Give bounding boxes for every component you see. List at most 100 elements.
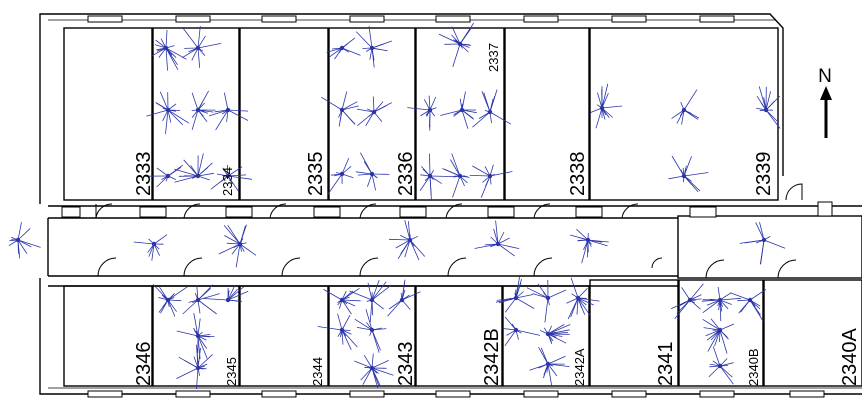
corridor-window: [139, 206, 167, 218]
sensor-ray: [372, 96, 375, 113]
room-2344-outline: [239, 285, 329, 387]
sensor-ray: [239, 243, 257, 256]
sensor-node: [369, 327, 375, 333]
sensor-node: [225, 173, 231, 179]
sensor-ray: [191, 92, 199, 111]
sensor-ray: [197, 299, 217, 315]
sensor-ray: [461, 109, 474, 119]
sensor-node: [195, 107, 201, 113]
sensor-ray: [156, 175, 169, 188]
window: [261, 15, 297, 23]
sensor-ray: [461, 91, 466, 111]
sensor-ray: [371, 329, 380, 353]
sensor-ray: [227, 109, 249, 121]
sensor-ray: [148, 243, 155, 257]
sensor-ray: [429, 175, 432, 196]
room-2340A-outline: [763, 279, 862, 387]
sensor-ray: [341, 47, 361, 56]
sensor-node: [369, 365, 375, 371]
sensor-ray: [683, 109, 700, 119]
sensor-ray: [408, 221, 411, 241]
sensor-ray: [459, 27, 472, 45]
sensor-ray: [341, 299, 356, 307]
sensor-ray: [360, 367, 373, 381]
sensor-ray: [719, 297, 742, 301]
window: [789, 390, 825, 398]
corridor-window: [225, 206, 253, 218]
door-arc: [777, 259, 797, 279]
sensor-node: [399, 297, 405, 303]
sensor-ray: [360, 152, 373, 175]
sensor-ray: [547, 363, 570, 367]
room-label-2335: 2335: [305, 152, 327, 197]
sensor-ray: [17, 222, 22, 241]
sensor-ray: [341, 329, 344, 345]
sensor-ray: [597, 92, 603, 109]
sensor-node: [225, 107, 231, 113]
room-label-2336: 2336: [395, 152, 417, 197]
sensor-node: [459, 107, 465, 113]
sensor-ray: [371, 173, 376, 191]
corridor-window: [689, 206, 717, 218]
sensor-ray: [703, 327, 721, 331]
sensor-ray: [203, 298, 229, 301]
sensor-ray: [197, 153, 204, 177]
sensor-ray: [498, 297, 517, 304]
east-lobby: [677, 215, 862, 279]
sensor-ray: [683, 89, 698, 111]
sensor-node: [195, 173, 201, 179]
window: [349, 15, 385, 23]
sensor-ray: [765, 109, 779, 123]
sensor-node: [369, 297, 375, 303]
door-arc: [621, 203, 639, 219]
sensor-ray: [740, 299, 751, 313]
sensor-ray: [356, 327, 373, 331]
sensor-ray: [197, 335, 208, 349]
sensor-ray: [197, 318, 201, 337]
sensor-ray: [174, 175, 199, 183]
sensor-ray: [668, 175, 685, 180]
sensor-ray: [165, 47, 168, 71]
sensor-ray: [702, 299, 721, 314]
sensor-node: [599, 105, 605, 111]
door-arc: [785, 183, 803, 201]
sensor-ray: [481, 91, 491, 113]
sensor-ray: [515, 274, 521, 299]
sensor-ray: [184, 359, 199, 369]
sensor-ray: [193, 313, 199, 337]
corridor-window: [399, 206, 427, 218]
sensor-ray: [196, 348, 199, 369]
sensor-ray: [493, 228, 499, 245]
sensor-node: [165, 107, 171, 113]
outer-wall-bottom: [39, 278, 862, 395]
sensor-ray: [526, 287, 549, 299]
room-2337-outline: [415, 27, 505, 201]
sensor-ray: [197, 354, 213, 369]
sensor-ray: [371, 47, 375, 68]
sensor-ray: [227, 290, 249, 301]
sensor-ray: [547, 333, 567, 344]
sensor-node: [717, 327, 723, 333]
window: [699, 15, 735, 23]
corridor-window: [487, 206, 515, 218]
sensor-ray: [689, 283, 704, 301]
sensor-node: [339, 107, 345, 113]
sensor-ray: [197, 90, 209, 111]
sensor-ray: [197, 25, 201, 49]
sensor-ray: [146, 109, 169, 117]
sensor-node: [427, 173, 433, 179]
sensor-ray: [496, 297, 517, 301]
room-2341-outline: [589, 279, 679, 387]
sensor-ray: [354, 360, 373, 369]
window: [87, 15, 123, 23]
room-2336-outline: [328, 27, 416, 201]
sensor-node: [195, 365, 201, 371]
sensor-node: [369, 171, 375, 177]
sensor-ray: [515, 329, 541, 336]
sensor-ray: [196, 285, 199, 301]
sensor-ray: [388, 299, 403, 310]
sensor-ray: [419, 175, 431, 191]
sensor-ray: [224, 235, 241, 245]
sensor-ray: [197, 299, 201, 314]
sensor-ray: [429, 175, 455, 177]
